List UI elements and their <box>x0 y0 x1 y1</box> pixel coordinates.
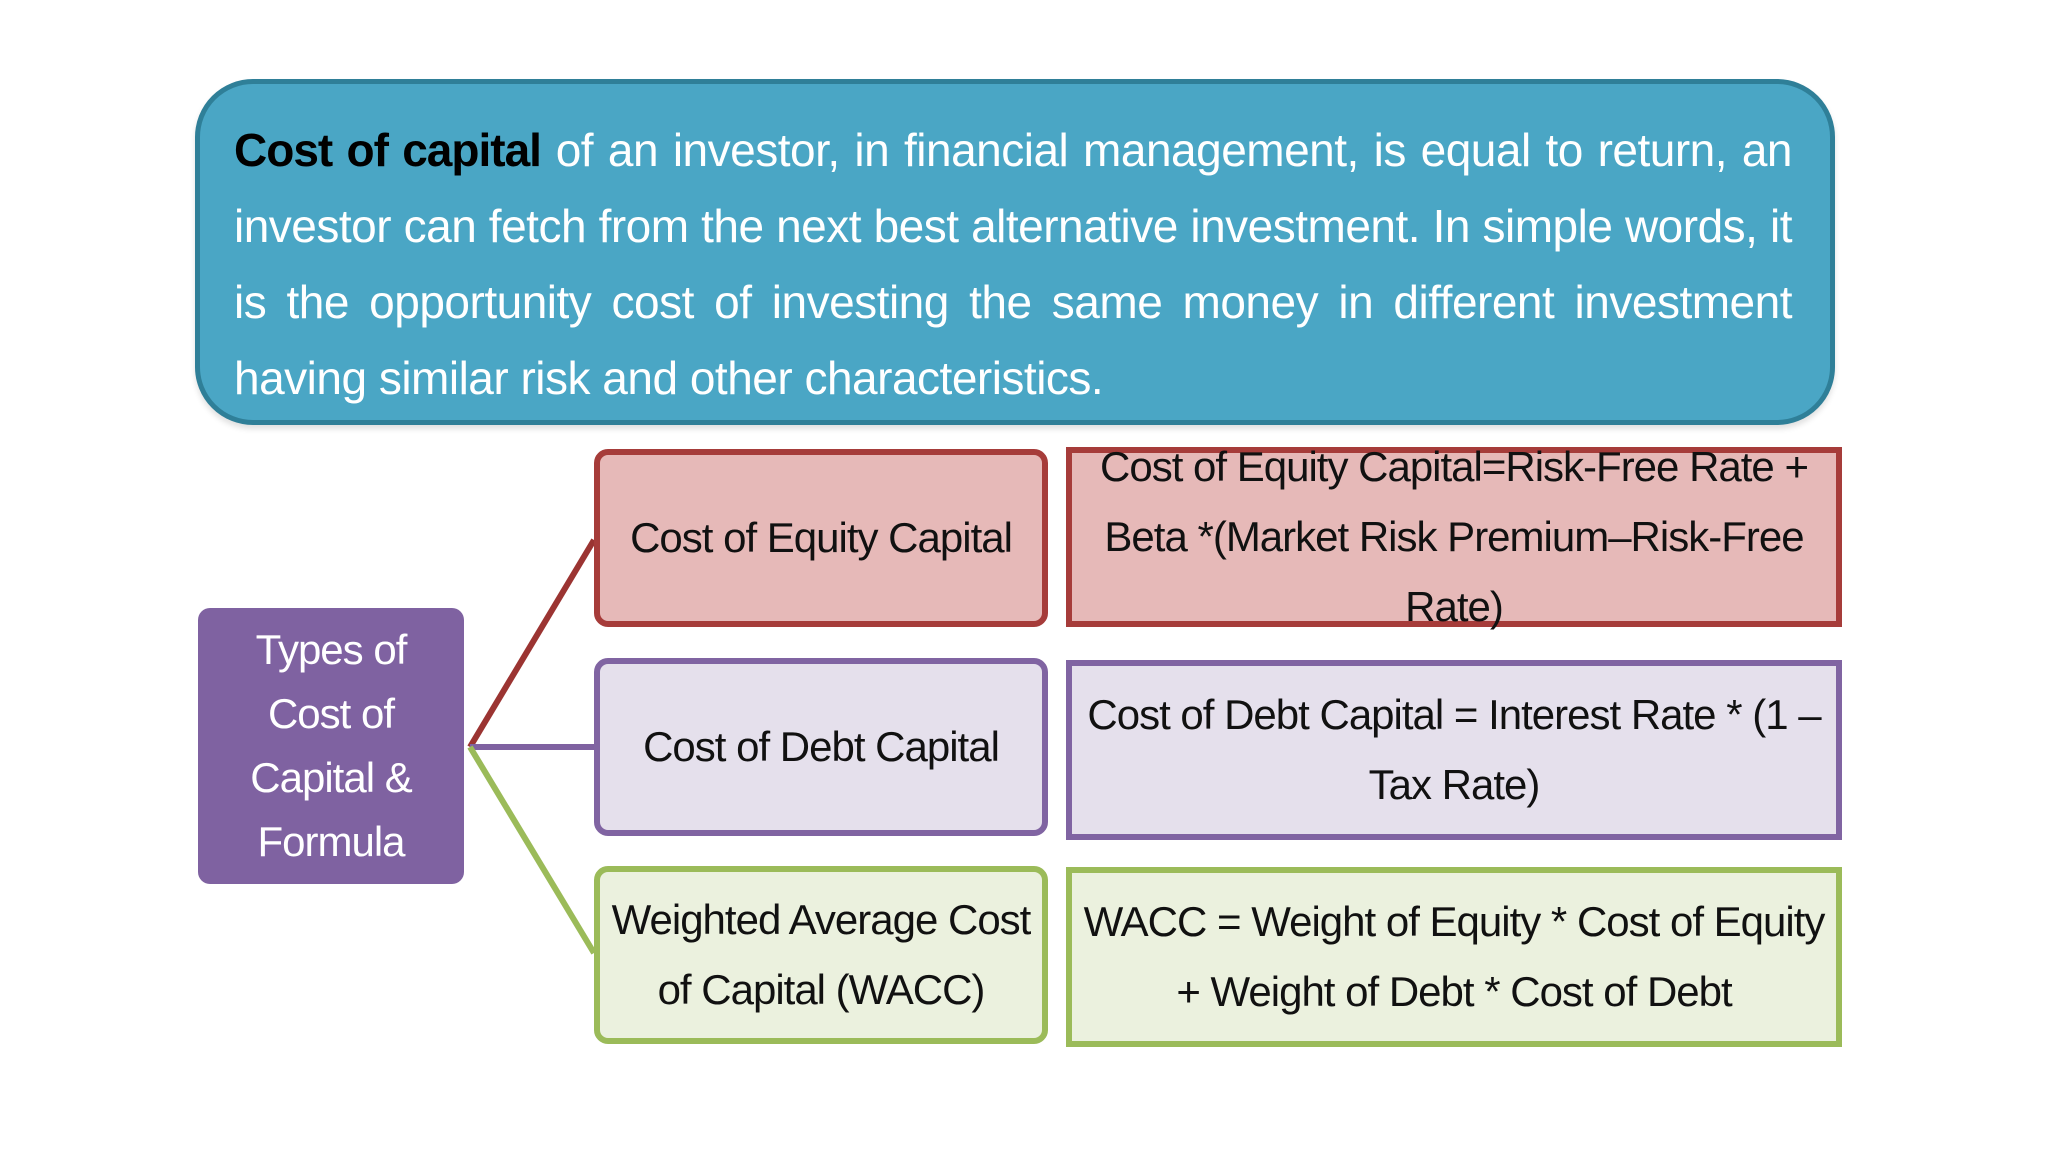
type-cost-of-equity: Cost of Equity Capital <box>594 449 1048 627</box>
definition-text: of an investor, in financial management,… <box>234 124 1793 404</box>
connector-wacc <box>467 745 597 955</box>
formula-cost-of-debt: Cost of Debt Capital = Interest Rate * (… <box>1066 660 1842 840</box>
type-wacc: Weighted Average Cost of Capital (WACC) <box>594 866 1048 1044</box>
root-node: Types of Cost of Capital & Formula <box>198 608 464 884</box>
definition-term: Cost of capital <box>234 124 542 176</box>
type-cost-of-debt: Cost of Debt Capital <box>594 658 1048 836</box>
formula-cost-of-equity: Cost of Equity Capital=Risk-Free Rate + … <box>1066 443 1842 630</box>
connector-equity <box>467 538 597 749</box>
definition-box: Cost of capital of an investor, in finan… <box>195 79 1835 425</box>
formula-wacc: WACC = Weight of Equity * Cost of Equity… <box>1066 867 1842 1047</box>
